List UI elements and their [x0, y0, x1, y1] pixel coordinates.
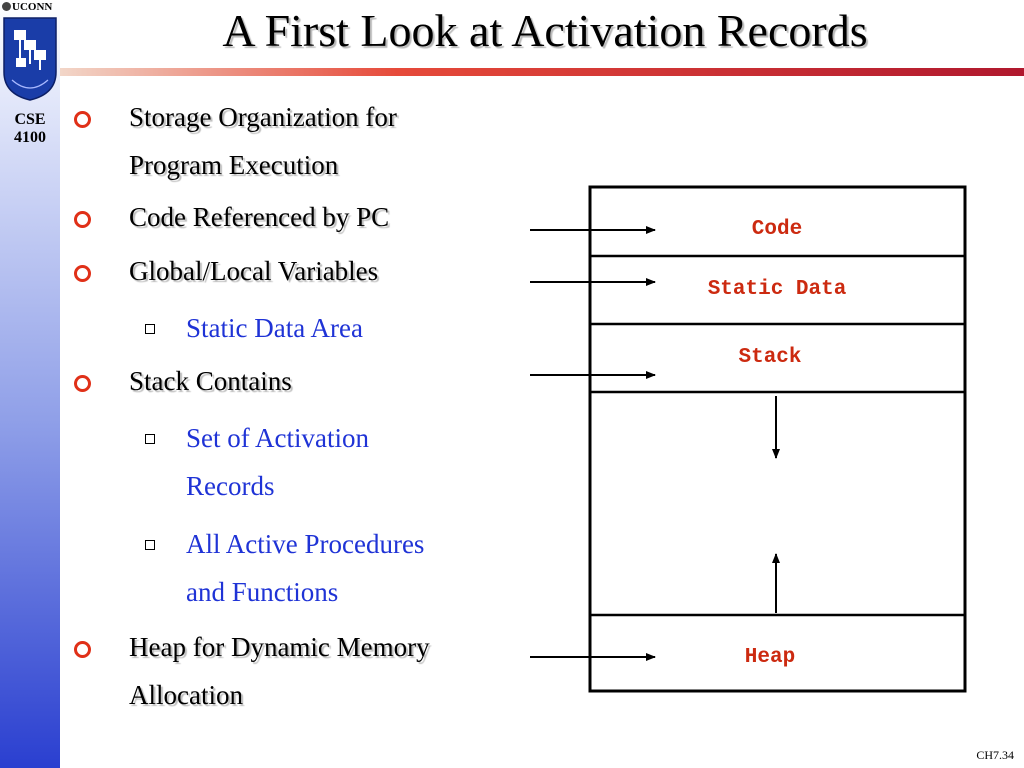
bullet-text: Program Execution — [129, 150, 339, 180]
memory-block-outline — [588, 185, 967, 693]
bullet-icon — [74, 211, 91, 228]
bullet-text: Heap for Dynamic Memory — [129, 632, 430, 662]
sub-bullet-icon — [145, 540, 155, 550]
bullet-icon — [74, 375, 91, 392]
bullet-text: Stack Contains — [129, 366, 292, 396]
sub-bullet-icon — [145, 434, 155, 444]
sidebar: UCONN CSE 4100 — [0, 0, 60, 768]
sub-bullet-text: Static Data Area — [186, 313, 363, 343]
sub-bullet-text: Set of Activation — [186, 423, 369, 453]
stack-segment-label: Stack — [738, 346, 801, 369]
bullet-icon — [74, 265, 91, 282]
sub-bullet-icon — [145, 324, 155, 334]
bullet-text: Storage Organization for — [129, 102, 397, 132]
sub-bullet-text: Records — [186, 471, 275, 501]
title-divider — [60, 68, 1024, 76]
heap-segment-label: Heap — [745, 646, 795, 669]
code-segment-label: Code — [752, 218, 802, 241]
slide-title: A First Look at Activation Records — [222, 5, 868, 56]
page-number: CH7.34 — [976, 748, 1014, 762]
uconn-seal-icon — [2, 2, 11, 11]
bullet-icon — [74, 641, 91, 658]
bullet-text: Code Referenced by PC — [129, 202, 390, 232]
bullet-text: Global/Local Variables — [129, 256, 379, 286]
static-data-segment-label: Static Data — [708, 278, 847, 301]
sub-bullet-text: All Active Procedures — [186, 529, 425, 559]
uconn-logo: UCONN — [2, 1, 52, 13]
course-label: CSE 4100 — [14, 111, 46, 146]
sub-bullet-text: and Functions — [186, 577, 339, 607]
bullet-icon — [74, 111, 91, 128]
department-badge-icon — [3, 17, 57, 101]
bullet-text: Allocation — [129, 680, 243, 710]
